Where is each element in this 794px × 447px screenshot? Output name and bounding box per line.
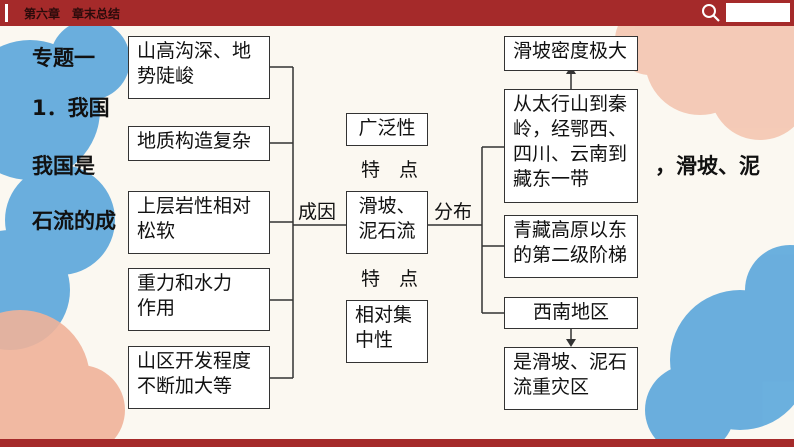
dist-box-density: 滑坡密度极大 [504, 36, 638, 71]
center-box-landslide: 滑坡、 泥石流 [346, 191, 428, 254]
search-input[interactable] [726, 3, 790, 22]
search-icon[interactable] [700, 2, 722, 24]
dist-box-disaster: 是滑坡、泥石 流重灾区 [504, 347, 638, 410]
bottom-bar [0, 439, 794, 447]
feature-box-concentrated: 相对集 中性 [346, 300, 428, 363]
header-marker [5, 4, 8, 22]
cause-box-rock: 上层岩性相对 松软 [128, 191, 270, 254]
cause-box-gravity: 重力和水力 作用 [128, 268, 270, 331]
cause-box-development: 山区开发程度 不断加大等 [128, 346, 270, 409]
top-bar: 第六章 章末总结 [0, 0, 794, 26]
body-line1-left: 我国是 [32, 154, 95, 178]
distribution-label: 分布 [434, 201, 473, 223]
dist-box-southwest: 西南地区 [504, 297, 638, 329]
feature-label-top: 特 点 [361, 159, 419, 181]
cause-box-terrain: 山高沟深、地 势陡峻 [128, 36, 270, 99]
feature-label-bottom: 特 点 [361, 268, 419, 290]
dist-box-region: 从太行山到秦 岭，经鄂西、 四川、云南到 藏东一带 [504, 89, 638, 203]
cause-label: 成因 [298, 201, 337, 223]
body-line2-left: 石流的成 [32, 209, 116, 233]
feature-box-widespread: 广泛性 [346, 113, 428, 146]
cause-box-geology: 地质构造复杂 [128, 126, 270, 161]
point-heading: 1．我国 [32, 96, 110, 120]
body-line1-right: ，滑坡、泥 [655, 154, 760, 178]
dist-box-plateau: 青藏高原以东 的第二级阶梯 [504, 215, 638, 278]
topic-heading: 专题一 [32, 46, 95, 70]
chapter-title: 第六章 章末总结 [24, 7, 121, 21]
